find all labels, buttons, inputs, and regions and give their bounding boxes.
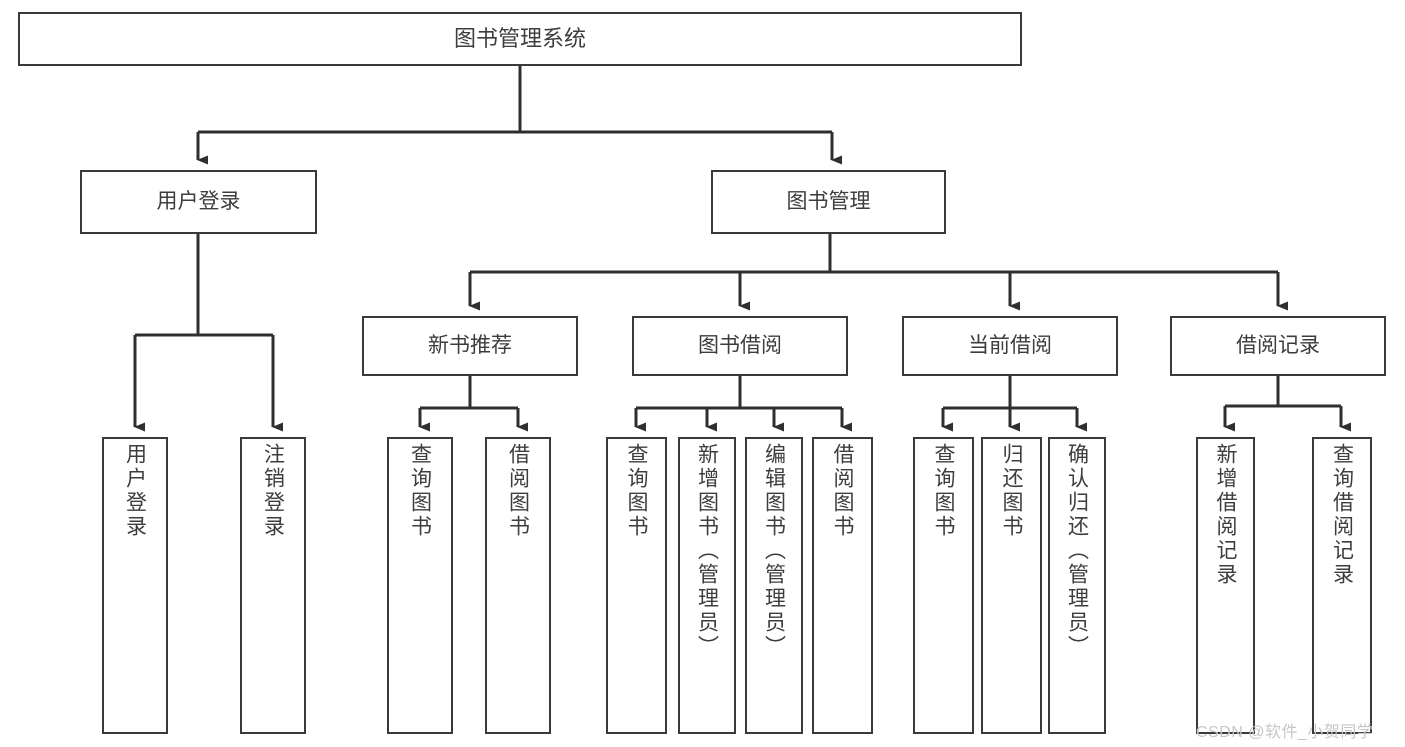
node-leaf-query-book-borrow[interactable]: 查询图书 — [606, 437, 667, 734]
node-borrow-record[interactable]: 借阅记录 — [1170, 316, 1386, 376]
node-leaf-query-borrow-record-label: 查询借阅记录 — [1330, 443, 1354, 587]
node-leaf-add-borrow-record-label: 新增借阅记录 — [1214, 443, 1237, 587]
node-leaf-query-book-recommend-label: 查询图书 — [408, 443, 432, 539]
node-leaf-user-login[interactable]: 用户登录 — [102, 437, 168, 734]
node-book-management-label: 图书管理 — [786, 189, 871, 213]
node-root[interactable]: 图书管理系统 — [18, 12, 1022, 66]
node-user-login-label: 用户登录 — [156, 189, 241, 213]
node-leaf-return-book[interactable]: 归还图书 — [981, 437, 1042, 734]
node-new-book-recommend-label: 新书推荐 — [428, 333, 512, 357]
node-current-borrow-label: 当前借阅 — [968, 333, 1052, 357]
node-leaf-return-book-label: 归还图书 — [1000, 443, 1023, 539]
node-leaf-add-borrow-record[interactable]: 新增借阅记录 — [1196, 437, 1255, 734]
node-root-label: 图书管理系统 — [453, 26, 586, 52]
node-leaf-add-book-admin[interactable]: 新增图书（管理员） — [678, 437, 736, 734]
node-leaf-confirm-return-admin-label: 确认归还（管理员） — [1065, 443, 1089, 659]
node-leaf-query-book-recommend[interactable]: 查询图书 — [387, 437, 453, 734]
node-leaf-query-book-borrow-label: 查询图书 — [625, 443, 648, 539]
node-leaf-user-login-label: 用户登录 — [123, 443, 147, 539]
node-current-borrow[interactable]: 当前借阅 — [902, 316, 1118, 376]
node-leaf-borrow-book[interactable]: 借阅图书 — [812, 437, 873, 734]
node-leaf-edit-book-admin-label: 编辑图书（管理员） — [762, 443, 786, 659]
node-leaf-query-book-current-label: 查询图书 — [932, 443, 955, 539]
node-leaf-add-book-admin-label: 新增图书（管理员） — [695, 443, 719, 659]
node-book-borrow[interactable]: 图书借阅 — [632, 316, 848, 376]
node-leaf-logout-label: 注销登录 — [261, 443, 285, 539]
node-book-management[interactable]: 图书管理 — [711, 170, 946, 234]
node-leaf-borrow-book-recommend[interactable]: 借阅图书 — [485, 437, 551, 734]
node-leaf-borrow-book-recommend-label: 借阅图书 — [506, 443, 530, 539]
node-user-login[interactable]: 用户登录 — [80, 170, 317, 234]
node-borrow-record-label: 借阅记录 — [1236, 333, 1320, 357]
node-new-book-recommend[interactable]: 新书推荐 — [362, 316, 578, 376]
node-leaf-query-borrow-record[interactable]: 查询借阅记录 — [1312, 437, 1372, 734]
node-leaf-borrow-book-label: 借阅图书 — [831, 443, 854, 539]
node-leaf-logout[interactable]: 注销登录 — [240, 437, 306, 734]
node-leaf-query-book-current[interactable]: 查询图书 — [913, 437, 974, 734]
node-leaf-edit-book-admin[interactable]: 编辑图书（管理员） — [745, 437, 803, 734]
node-leaf-confirm-return-admin[interactable]: 确认归还（管理员） — [1048, 437, 1106, 734]
csdn-watermark: CSDN @软件_小贺同学 — [1196, 724, 1374, 741]
node-book-borrow-label: 图书借阅 — [698, 333, 782, 357]
